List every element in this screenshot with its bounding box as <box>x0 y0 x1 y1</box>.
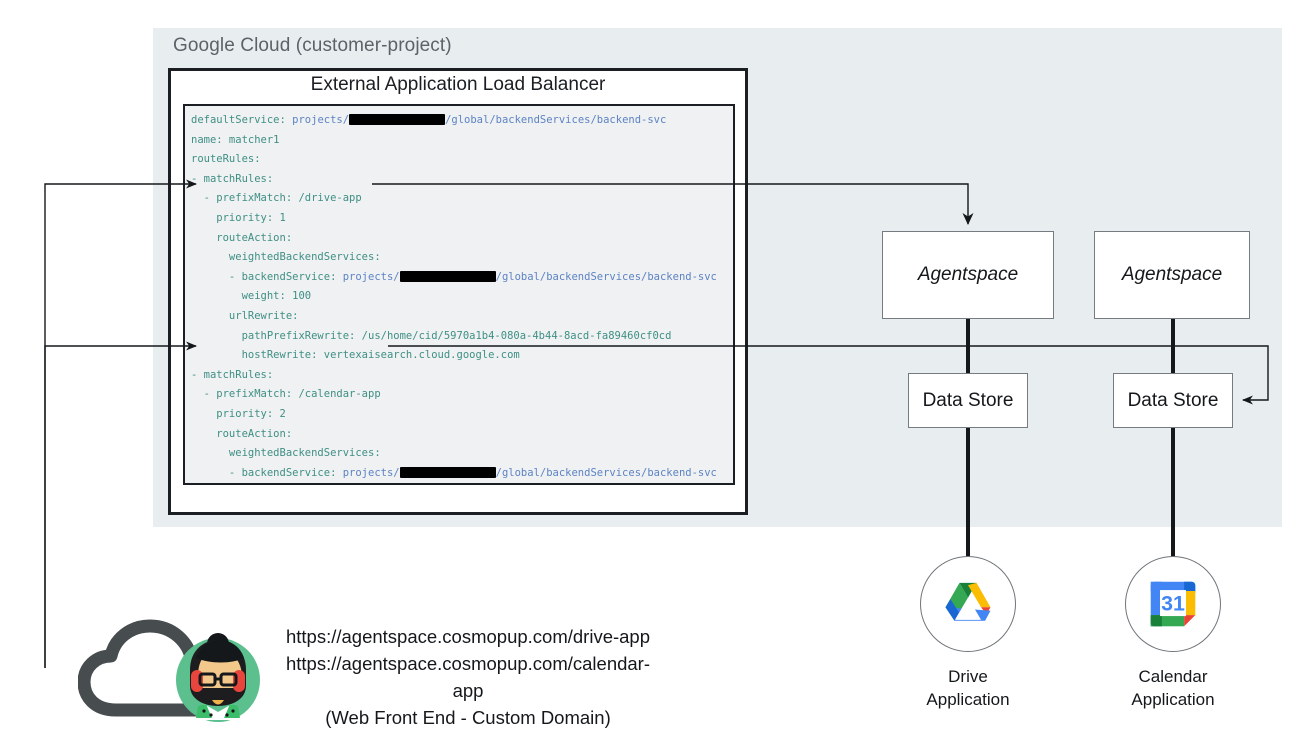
yaml-line: priority: 1 <box>191 209 733 229</box>
frontend-urls: https://agentspace.cosmopup.com/drive-ap… <box>276 623 660 731</box>
url-map-yaml-code-block: defaultService: projects/ /global/backend… <box>183 104 735 485</box>
yaml-token: /global/backendServices/backend-svc <box>495 466 717 479</box>
yaml-line: - matchRules: <box>191 366 733 386</box>
yaml-line: hostRewrite: vertexaisearch.cloud.google… <box>191 346 733 366</box>
url-drive-app: https://agentspace.cosmopup.com/drive-ap… <box>285 626 651 647</box>
yaml-token: defaultService: <box>191 114 293 126</box>
yaml-token: routeRules: <box>191 153 261 166</box>
yaml-token: - backendService: <box>191 466 343 479</box>
yaml-token: weight: 100 <box>191 290 312 303</box>
redacted-project-id <box>399 466 496 478</box>
yaml-line: - backendService: projects/ /global/backe… <box>191 268 733 288</box>
frontend-caption: (Web Front End - Custom Domain) <box>325 707 611 728</box>
node-datastore-left: Data Store <box>908 373 1028 428</box>
yaml-token: weightedBackendServices: <box>191 447 381 460</box>
yaml-line: routeAction: <box>191 229 733 249</box>
yaml-token: - matchRules: <box>191 368 274 381</box>
calendar-date-badge: 31 <box>1161 592 1185 616</box>
yaml-line: pathPrefixRewrite: /us/home/cid/5970a1b4… <box>191 327 733 347</box>
yaml-token: - prefixMatch: /drive-app <box>191 192 362 205</box>
yaml-token: priority: 2 <box>191 407 286 420</box>
yaml-token: name: matcher1 <box>191 133 280 146</box>
yaml-line: weight: 100 <box>191 287 733 307</box>
yaml-token: priority: 1 <box>191 211 286 224</box>
yaml-line: priority: 2 <box>191 405 733 425</box>
yaml-line: - backendService: projects/ /global/backe… <box>191 464 733 483</box>
avatar <box>176 633 260 722</box>
yaml-line: defaultService: projects/ /global/backend… <box>191 111 733 131</box>
google-cloud-panel-title: Google Cloud (customer-project) <box>173 35 452 56</box>
node-agentspace-left: Agentspace <box>882 231 1054 319</box>
yaml-line: weight: 101 <box>191 483 735 485</box>
yaml-token: - matchRules: <box>191 172 274 185</box>
yaml-line: - prefixMatch: /calendar-app <box>191 385 733 405</box>
yaml-token: projects/ <box>292 114 350 126</box>
load-balancer-title: External Application Load Balancer <box>310 74 606 95</box>
redacted-project-id <box>349 114 446 125</box>
yaml-line: - matchRules: <box>191 170 733 190</box>
app-label-drive: Drive Application <box>926 667 1010 709</box>
yaml-line: routeAction: <box>191 425 733 445</box>
yaml-token: pathPrefixRewrite: /us/home/cid/5970a1b4… <box>191 329 672 342</box>
yaml-token: hostRewrite: vertexaisearch.cloud.google… <box>191 349 520 362</box>
yaml-line: urlRewrite: <box>191 307 733 327</box>
app-label-calendar: Calendar Application <box>1131 667 1215 709</box>
yaml-token: weightedBackendServices: <box>191 251 381 264</box>
yaml-token: /global/backendServices/backend-svc <box>445 114 667 126</box>
url-calendar-app: https://agentspace.cosmopup.com/calendar… <box>285 653 651 701</box>
yaml-line: name: matcher1 <box>191 131 733 151</box>
yaml-line: - prefixMatch: /drive-app <box>191 189 733 209</box>
node-datastore-right: Data Store <box>1113 373 1233 428</box>
redacted-project-id <box>399 270 496 282</box>
yaml-line: routeRules: <box>191 150 733 170</box>
yaml-token: projects/ <box>342 466 400 479</box>
yaml-token: - backendService: <box>191 270 343 283</box>
yaml-token: /global/backendServices/backend-svc <box>495 270 717 283</box>
yaml-token: - prefixMatch: /calendar-app <box>191 388 381 401</box>
google-calendar-icon: 31 <box>1125 556 1221 652</box>
yaml-code-content: defaultService: projects/ /global/backend… <box>191 111 735 485</box>
cloud-user-icon <box>77 614 278 726</box>
google-drive-icon <box>920 556 1016 652</box>
node-agentspace-right: Agentspace <box>1094 231 1250 319</box>
yaml-token: projects/ <box>342 270 400 283</box>
yaml-token: routeAction: <box>191 427 293 440</box>
yaml-token: routeAction: <box>191 231 293 244</box>
yaml-line: weightedBackendServices: <box>191 444 733 464</box>
yaml-line: weightedBackendServices: <box>191 248 733 268</box>
yaml-token: urlRewrite: <box>191 309 299 322</box>
